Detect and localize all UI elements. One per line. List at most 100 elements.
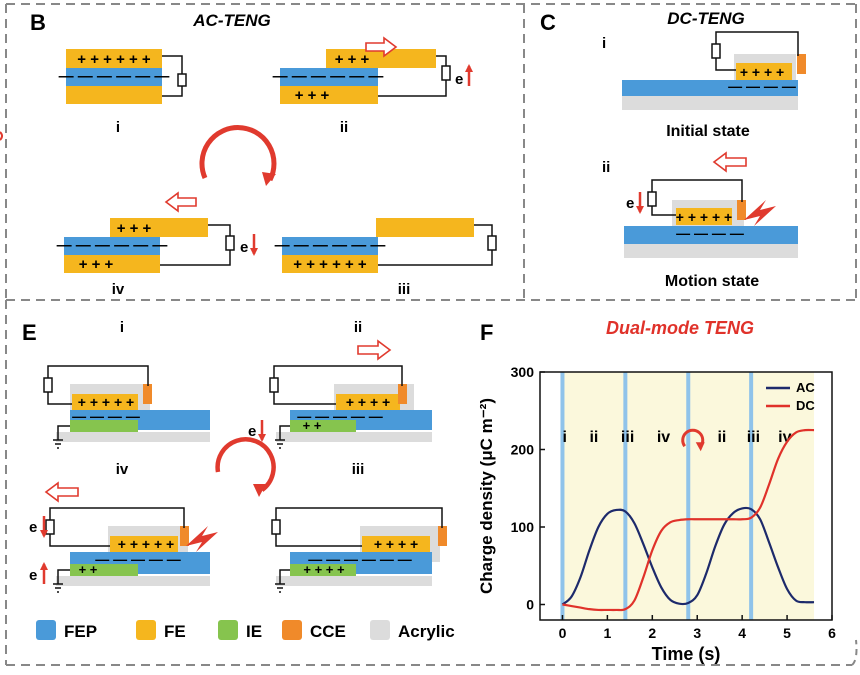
stage-label-5: iii bbox=[747, 429, 760, 446]
svg-text:+ + + +: + + + + bbox=[303, 562, 345, 577]
e-motion-arrow-right bbox=[357, 339, 392, 361]
chart-cycle-arrowhead bbox=[695, 442, 705, 452]
c-motion-electron: e bbox=[626, 195, 634, 212]
x-tick-label-0: 0 bbox=[559, 625, 567, 641]
svg-text:— — — — —: — — — — — bbox=[297, 408, 383, 424]
legend-label-fe: FE bbox=[164, 622, 186, 641]
b-stage-iv-device: + + + — — — — — — + + + bbox=[57, 191, 258, 273]
e-motion-arrow-left bbox=[44, 481, 79, 503]
series-line-ac bbox=[561, 506, 815, 606]
c-motion-device: + + + + + — — — — bbox=[624, 179, 798, 258]
e-iv-electron-bottom: e bbox=[29, 567, 37, 584]
b-stage-i-label: i bbox=[116, 119, 120, 136]
x-tick-label-6: 6 bbox=[828, 625, 836, 641]
svg-text:+ + + +: + + + + bbox=[740, 64, 784, 80]
legend-entry-ac: AC bbox=[796, 380, 815, 395]
svg-text:— — — — — —: — — — — — — bbox=[275, 237, 386, 254]
legend-entry-dc: DC bbox=[796, 398, 815, 413]
panel-b-title: AC-TENG bbox=[192, 11, 270, 30]
svg-text:— — — —: — — — — bbox=[676, 225, 744, 241]
legend-swatch-acrylic bbox=[370, 620, 390, 640]
b-stage-ii-electron: e bbox=[455, 71, 463, 88]
y-tick-label-3: 300 bbox=[511, 364, 535, 380]
e-stage-iv-device: + + + + + — — — — — + + bbox=[40, 481, 218, 593]
e-iv-electron-top: e bbox=[29, 519, 37, 536]
stage-label-1: ii bbox=[589, 429, 598, 446]
svg-text:+ + + + + +: + + + + + + bbox=[293, 256, 367, 273]
e-stage-iii-device: + + + + — — — — — — + + + + bbox=[271, 507, 447, 593]
e-ii-electron: e bbox=[248, 423, 256, 440]
svg-text:— — — — —: — — — — — bbox=[95, 551, 181, 567]
b-stage-i-device: + + + + + + — — — — — — bbox=[59, 49, 187, 104]
b-stage-iv-label: iv bbox=[112, 281, 125, 298]
e-stage-i-label: i bbox=[120, 319, 124, 336]
border-corner bbox=[851, 639, 858, 666]
panel-b-letter: B bbox=[30, 10, 46, 35]
x-axis-label: Time (s) bbox=[652, 644, 721, 664]
svg-text:+ + +: + + + bbox=[335, 51, 370, 68]
legend-label-fep: FEP bbox=[64, 622, 97, 641]
legend-swatch-ie bbox=[218, 620, 238, 640]
svg-text:— — — —: — — — — bbox=[728, 78, 796, 94]
e-stage-iv-label: iv bbox=[116, 461, 129, 478]
svg-text:+ + + +: + + + + bbox=[374, 536, 418, 552]
panel-c: C DC-TENG i + + + + — — — — Initial stat… bbox=[540, 9, 806, 290]
svg-text:+ + +: + + + bbox=[295, 87, 330, 104]
svg-text:+ +: + + bbox=[303, 418, 322, 433]
c-stage-ii-label: ii bbox=[602, 159, 610, 176]
b-stage-iii-label: iii bbox=[398, 281, 411, 298]
chart-title: Dual-mode TENG bbox=[606, 318, 754, 338]
b-stage-ii-label: ii bbox=[340, 119, 348, 136]
c-motion-caption: Motion state bbox=[665, 273, 759, 290]
panel-b: B AC-TENG + + + + + + — — — — — — i + + … bbox=[30, 10, 497, 298]
stray-mark bbox=[0, 131, 3, 141]
chart-cycle-arrow bbox=[681, 428, 705, 448]
c-stage-i-label: i bbox=[602, 35, 606, 52]
legend-swatch-cce bbox=[282, 620, 302, 640]
svg-text:— — — — — —: — — — — — — bbox=[57, 237, 168, 254]
e-stage-iii-label: iii bbox=[352, 461, 365, 478]
stage-label-0: i bbox=[562, 429, 566, 446]
svg-text:— — — — — —: — — — — — — bbox=[59, 68, 170, 85]
x-tick-label-3: 3 bbox=[693, 625, 701, 641]
svg-text:+ + +: + + + bbox=[79, 256, 114, 273]
svg-text:+ +: + + bbox=[79, 562, 98, 577]
x-tick-label-4: 4 bbox=[738, 625, 746, 641]
svg-text:+ + + + +: + + + + + bbox=[676, 209, 732, 225]
legend-swatch-fep bbox=[36, 620, 56, 640]
svg-text:+ + +: + + + bbox=[117, 220, 152, 237]
y-tick-label-1: 100 bbox=[511, 519, 535, 535]
c-initial-caption: Initial state bbox=[666, 123, 750, 140]
legend-label-ie: IE bbox=[246, 622, 262, 641]
c-motion-arrow-left bbox=[712, 151, 747, 173]
series-line-dc bbox=[562, 428, 815, 612]
plot-frame bbox=[539, 371, 833, 621]
x-tick-label-5: 5 bbox=[783, 625, 791, 641]
c-initial-device: + + + + — — — — bbox=[622, 31, 806, 110]
svg-text:+ + + + + +: + + + + + + bbox=[77, 51, 151, 68]
panel-c-letter: C bbox=[540, 10, 556, 35]
legend-label-acrylic: Acrylic bbox=[398, 622, 455, 641]
svg-text:+ + + + +: + + + + + bbox=[118, 536, 174, 552]
b-cycle-arrow bbox=[199, 125, 277, 182]
b-stage-iii-device: — — — — — — + + + + + + bbox=[275, 218, 497, 273]
svg-text:+ + + + +: + + + + + bbox=[78, 394, 134, 410]
legend-swatch-fe bbox=[136, 620, 156, 640]
b-stage-ii-device: + + + — — — — — — + + + bbox=[273, 36, 473, 104]
e-stage-ii-label: ii bbox=[354, 319, 362, 336]
b-motion-arrow-left bbox=[164, 191, 197, 213]
e-cycle-arrow bbox=[215, 437, 276, 492]
y-axis-label: Charge density (μC m⁻²) bbox=[477, 398, 496, 594]
e-spark-icon bbox=[186, 526, 218, 552]
svg-text:— — — — — —: — — — — — — bbox=[308, 551, 411, 567]
panel-e-letter: E bbox=[22, 320, 37, 345]
y-tick-label-2: 200 bbox=[511, 442, 535, 458]
panel-e: E i ii iv iii + + + + + — — — — bbox=[22, 319, 455, 641]
x-tick-label-2: 2 bbox=[648, 625, 656, 641]
legend-label-cce: CCE bbox=[310, 622, 346, 641]
svg-text:— — — —: — — — — bbox=[72, 408, 140, 424]
panel-f-letter: F bbox=[480, 320, 493, 345]
